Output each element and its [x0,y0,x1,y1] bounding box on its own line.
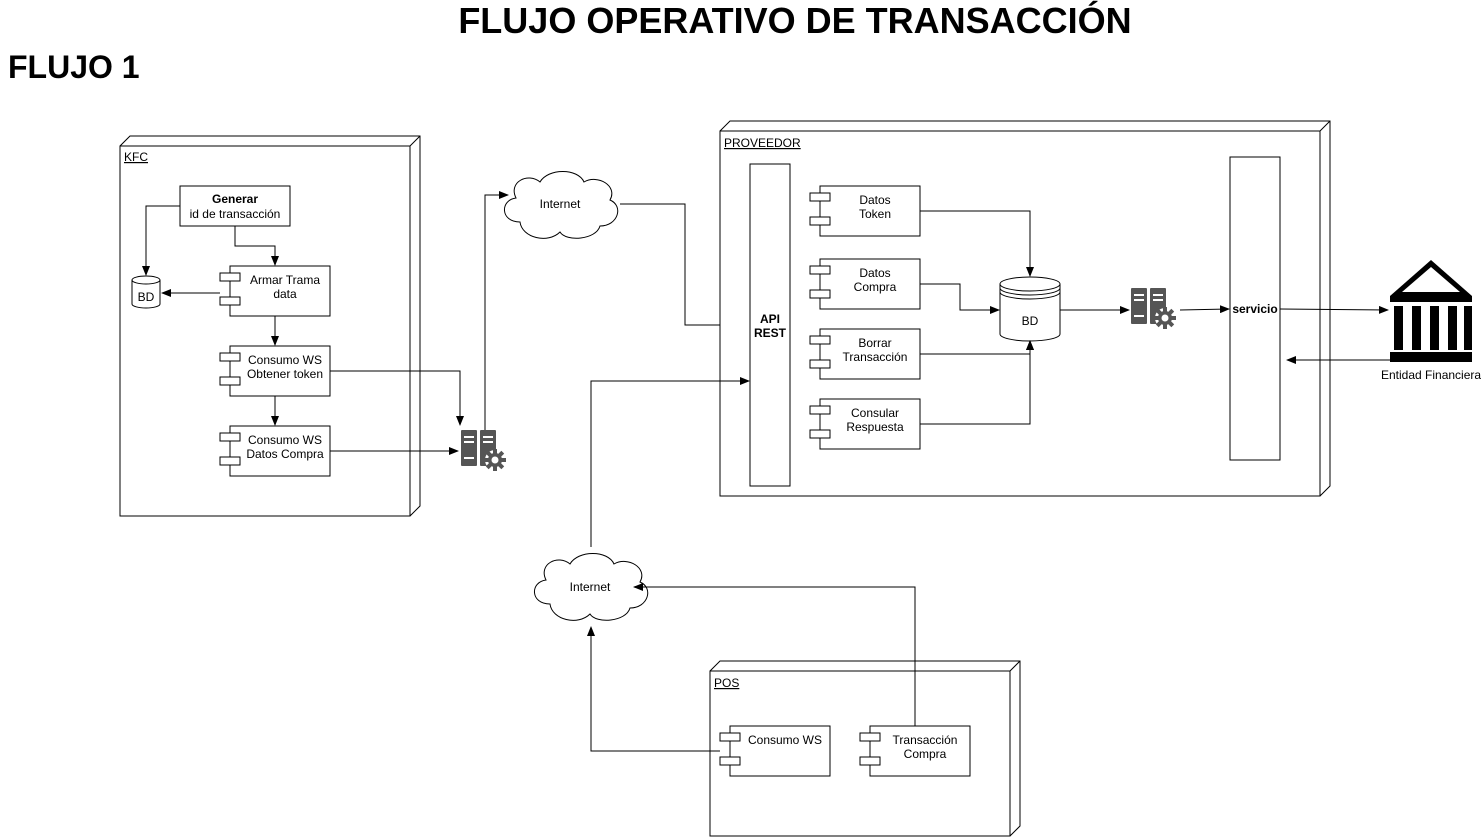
pos-label: POS [714,676,739,690]
consumo-ws-compra-component[interactable]: Consumo WS Datos Compra [219,425,331,477]
svg-text:data: data [273,287,297,301]
cloud-icon [504,171,619,239]
page-title: FLUJO OPERATIVO DE TRANSACCIÓN [458,0,1131,41]
kfc-database[interactable]: BD [131,275,161,309]
datos-compra-component[interactable]: Datos Compra [809,258,921,310]
proveedor-database[interactable]: BD [999,276,1061,342]
kfc-label: KFC [124,150,148,164]
pos-consumo-ws-component[interactable]: Consumo WS [719,725,831,777]
servicio-to-bank-edge [1279,305,1389,314]
datos-token-component[interactable]: Datos Token [809,185,921,237]
proveedor-label: PROVEEDOR [724,136,801,150]
pos-transaccion-compra-component[interactable]: Transacción Compra [859,725,971,777]
svg-text:Datos: Datos [859,266,890,280]
svg-text:Transacción: Transacción [843,350,908,364]
internet-bottom-cloud[interactable]: Internet [534,553,649,621]
svg-text:Respuesta: Respuesta [846,420,904,434]
entidad-financiera-label: Entidad Financiera [1381,368,1481,382]
armar-trama-component[interactable]: Armar Trama data [219,265,331,317]
svg-text:BD: BD [1022,314,1039,328]
internet-bottom-to-api-edge [590,377,750,547]
svg-text:Consular: Consular [851,406,899,420]
server-gear-icon [461,430,506,471]
svg-text:id de transacción: id de transacción [190,207,281,221]
borrar-transaccion-component[interactable]: Borrar Transacción [809,328,921,380]
servicio-box[interactable]: servicio [1229,156,1281,461]
svg-text:Generar: Generar [212,192,258,206]
svg-text:Consumo WS: Consumo WS [248,353,322,367]
database-icon [131,275,161,309]
svg-text:Internet: Internet [570,580,611,594]
svg-text:Borrar: Borrar [858,336,891,350]
pos-node: POS [709,660,1021,837]
svg-text:Armar Trama: Armar Trama [250,273,320,287]
svg-text:Datos: Datos [859,193,890,207]
svg-text:Internet: Internet [540,197,581,211]
svg-text:Consumo WS: Consumo WS [248,433,322,447]
svg-text:Token: Token [859,207,891,221]
generar-id-box[interactable]: Generar id de transacción [179,185,291,227]
internet-to-api-edge [620,203,750,329]
svg-text:Transacción: Transacción [893,733,958,747]
cloud-icon [534,553,649,621]
consumo-ws-token-component[interactable]: Consumo WS Obtener token [219,345,331,397]
api-rest-box[interactable]: API REST [749,163,791,487]
consultar-respuesta-component[interactable]: Consular Respuesta [809,398,921,450]
bank-icon [1390,260,1472,362]
svg-text:API: API [760,312,780,326]
pos-edges [587,583,916,752]
svg-text:servicio: servicio [1232,302,1277,316]
database-icon [999,276,1061,342]
svg-text:REST: REST [754,326,787,340]
svg-text:Consumo WS: Consumo WS [748,733,822,747]
internet-top-cloud[interactable]: Internet [504,171,619,239]
proveedor-edges [920,210,1230,425]
svg-text:BD: BD [138,290,155,304]
page-subtitle: FLUJO 1 [8,49,140,85]
svg-text:Datos Compra: Datos Compra [246,447,324,461]
svg-text:Obtener token: Obtener token [247,367,323,381]
kfc-edges [142,205,464,455]
svg-text:Compra: Compra [854,280,897,294]
svg-text:Compra: Compra [904,747,947,761]
server-to-internet-edge [484,191,509,430]
